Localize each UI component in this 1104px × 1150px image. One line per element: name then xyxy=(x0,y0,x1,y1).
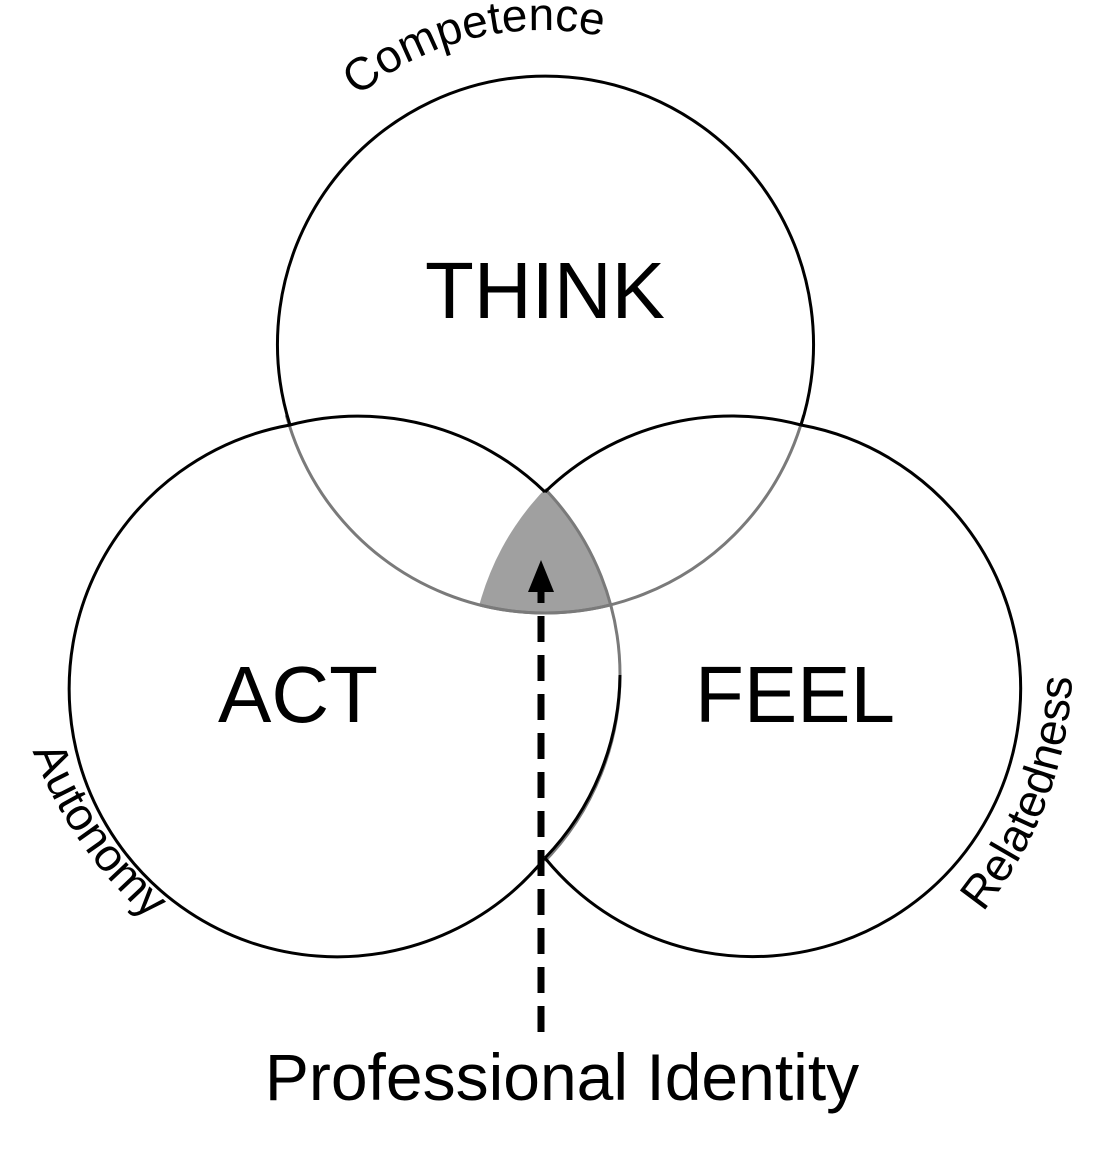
competence-label: Competence xyxy=(332,0,609,104)
relatedness-label: Relatedness xyxy=(949,674,1082,918)
act-label: ACT xyxy=(218,650,378,739)
feel-circle xyxy=(543,414,1023,959)
feel-label: FEEL xyxy=(695,650,895,739)
arrow-head-icon xyxy=(528,560,554,592)
think-label: THINK xyxy=(425,246,665,335)
think-circle xyxy=(276,74,815,426)
autonomy-label: Autonomy xyxy=(23,735,178,927)
feel-circle-lower-arc xyxy=(543,674,622,860)
think-circle-inner-arc-right xyxy=(470,407,815,615)
act-circle xyxy=(67,414,547,959)
professional-identity-label: Professional Identity xyxy=(265,1040,859,1114)
